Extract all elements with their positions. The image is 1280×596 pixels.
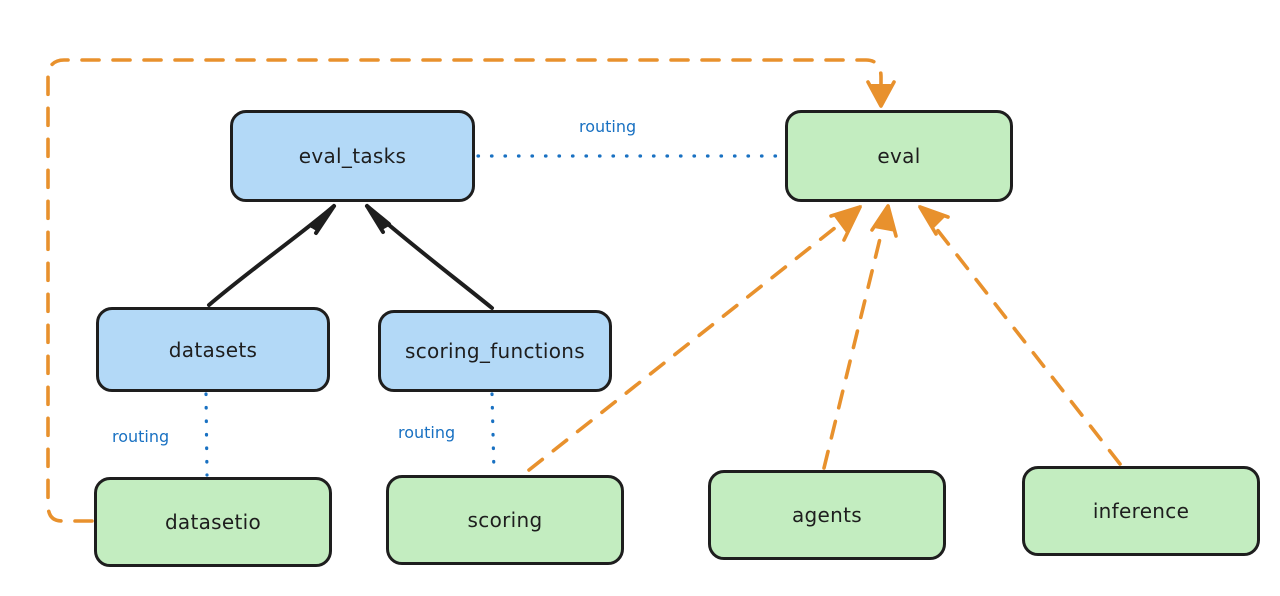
node-scoring[interactable]: scoring <box>386 475 624 565</box>
node-eval-tasks[interactable]: eval_tasks <box>230 110 475 202</box>
node-scoring-functions[interactable]: scoring_functions <box>378 310 612 392</box>
node-label: agents <box>792 503 862 527</box>
edge-datasets-to-datasetio <box>204 392 209 477</box>
node-label: eval <box>877 144 921 168</box>
node-datasets[interactable]: datasets <box>96 307 330 392</box>
edge-label-routing-eval-tasks-eval: routing <box>579 117 637 136</box>
edge-datasets-to-eval_tasks <box>207 204 336 307</box>
edge-inference-to-eval <box>918 205 1122 466</box>
node-agents[interactable]: agents <box>708 470 946 560</box>
node-label: eval_tasks <box>298 144 407 168</box>
edge-scoring-to-eval <box>527 205 862 472</box>
node-label: scoring <box>467 508 543 532</box>
edge-label-routing-scoring-functions-scoring: routing <box>398 423 456 442</box>
node-label: datasets <box>168 337 258 362</box>
node-label: datasetio <box>164 510 262 534</box>
edge-label-routing-datasets-datasetio: routing <box>112 427 170 446</box>
edge-agents-to-eval <box>822 204 898 470</box>
node-label: inference <box>1092 499 1190 523</box>
edge-scoring_functions-to-eval_tasks <box>365 204 494 310</box>
edge-datasetio-to-eval <box>46 58 896 523</box>
edge-scoring_functions-to-scoring <box>490 392 496 475</box>
node-eval[interactable]: eval <box>785 110 1013 202</box>
node-inference[interactable]: inference <box>1022 466 1260 556</box>
node-datasetio[interactable]: datasetio <box>94 477 332 567</box>
node-label: scoring_functions <box>404 339 586 363</box>
